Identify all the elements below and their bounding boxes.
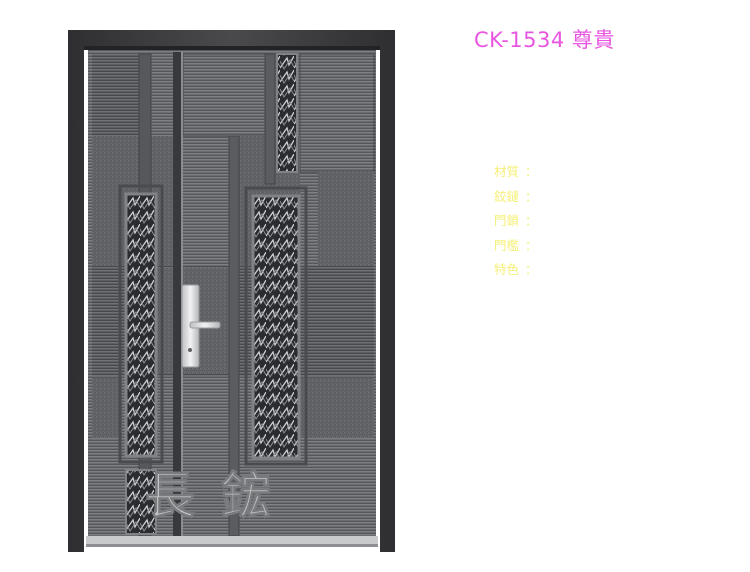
panel-block — [92, 378, 122, 438]
spec-item-feature: 特色 ： — [494, 258, 538, 283]
door-leaf-split — [173, 52, 181, 537]
spec-separator: ： — [525, 237, 538, 253]
watermark-logo: 長鋐 — [145, 466, 297, 525]
spec-separator: ： — [525, 262, 538, 277]
spec-label: 門檻 — [494, 237, 520, 253]
textured-block — [318, 172, 374, 272]
door-threshold-shadow — [86, 544, 378, 547]
spec-item-material: 材質 ： — [494, 160, 538, 185]
spec-list: 材質 ： 鉸鏈 ： 門鎖 ： 門檻 ： 特色 ： — [494, 160, 538, 283]
glass-frame — [244, 186, 308, 466]
spec-separator: ： — [525, 164, 538, 179]
door-keyhole-icon — [188, 348, 192, 352]
spec-separator: ： — [525, 188, 538, 204]
glass-strip-top — [276, 53, 298, 173]
textured-block — [300, 378, 374, 438]
vertical-channel — [264, 53, 276, 185]
spec-separator: ： — [525, 213, 538, 228]
door-frame-inner-edge — [84, 46, 380, 50]
spec-item-threshold: 門檻 ： — [494, 234, 538, 259]
glass-frame — [118, 184, 164, 464]
spec-item-hinge: 鉸鏈 ： — [494, 185, 538, 210]
glass-strip-right — [251, 194, 301, 460]
glass-strip-bottom — [125, 469, 157, 535]
spec-label: 特色 — [494, 262, 520, 277]
panel-block — [92, 54, 144, 136]
spec-item-lock: 門鎖 ： — [494, 209, 538, 234]
panel-block — [299, 53, 375, 173]
product-title: CK-1534 尊貴 — [474, 28, 615, 52]
panel-block — [182, 53, 270, 137]
door-handle-lever — [189, 321, 221, 329]
spec-label: 門鎖 — [494, 213, 520, 228]
glass-strip-left — [124, 192, 158, 458]
spec-label: 鉸鏈 — [494, 188, 520, 204]
door-threshold — [86, 536, 378, 546]
spec-label: 材質 — [494, 164, 520, 179]
